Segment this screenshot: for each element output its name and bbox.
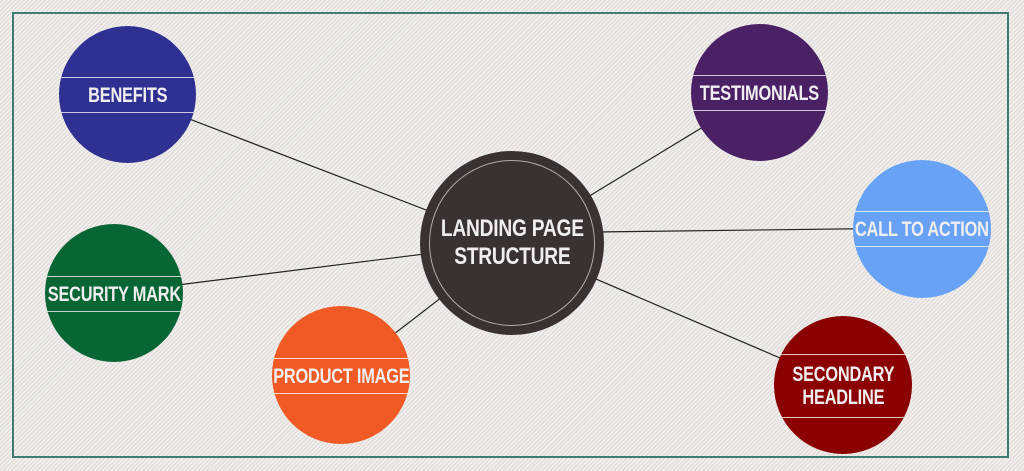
node-call-to-action: CALL TO ACTION [853,160,991,298]
node-label: PRODUCT IMAGE [272,364,410,388]
diagram-frame [12,12,1009,458]
node-product-image: PRODUCT IMAGE [272,306,410,444]
center-ring [429,160,595,326]
node-benefits: BENEFITS [59,26,196,163]
label-band: BENEFITS [59,77,196,113]
node-label: SECONDARY HEADLINE [792,363,894,409]
label-band: TESTIMONIALS [691,75,828,111]
label-band: PRODUCT IMAGE [272,358,410,394]
node-label: SECURITY MARK [47,282,181,306]
center-label-line2: STRUCTURE [453,243,571,270]
node-label: BENEFITS [87,83,168,107]
center-node: LANDING PAGE STRUCTURE [420,151,604,335]
node-label-line1: SECONDARY [792,363,894,386]
center-label: LANDING PAGE STRUCTURE [441,215,584,271]
node-secondary-headline: SECONDARY HEADLINE [774,316,912,454]
node-label: TESTIMONIALS [699,81,820,105]
label-band: SECURITY MARK [45,276,183,312]
center-label-line1: LANDING PAGE [440,215,584,242]
label-band: CALL TO ACTION [853,211,991,247]
node-label-line2: HEADLINE [802,386,884,409]
node-security-mark: SECURITY MARK [45,224,183,362]
label-band: SECONDARY HEADLINE [774,354,912,418]
node-label: CALL TO ACTION [855,217,989,241]
node-testimonials: TESTIMONIALS [691,24,828,161]
